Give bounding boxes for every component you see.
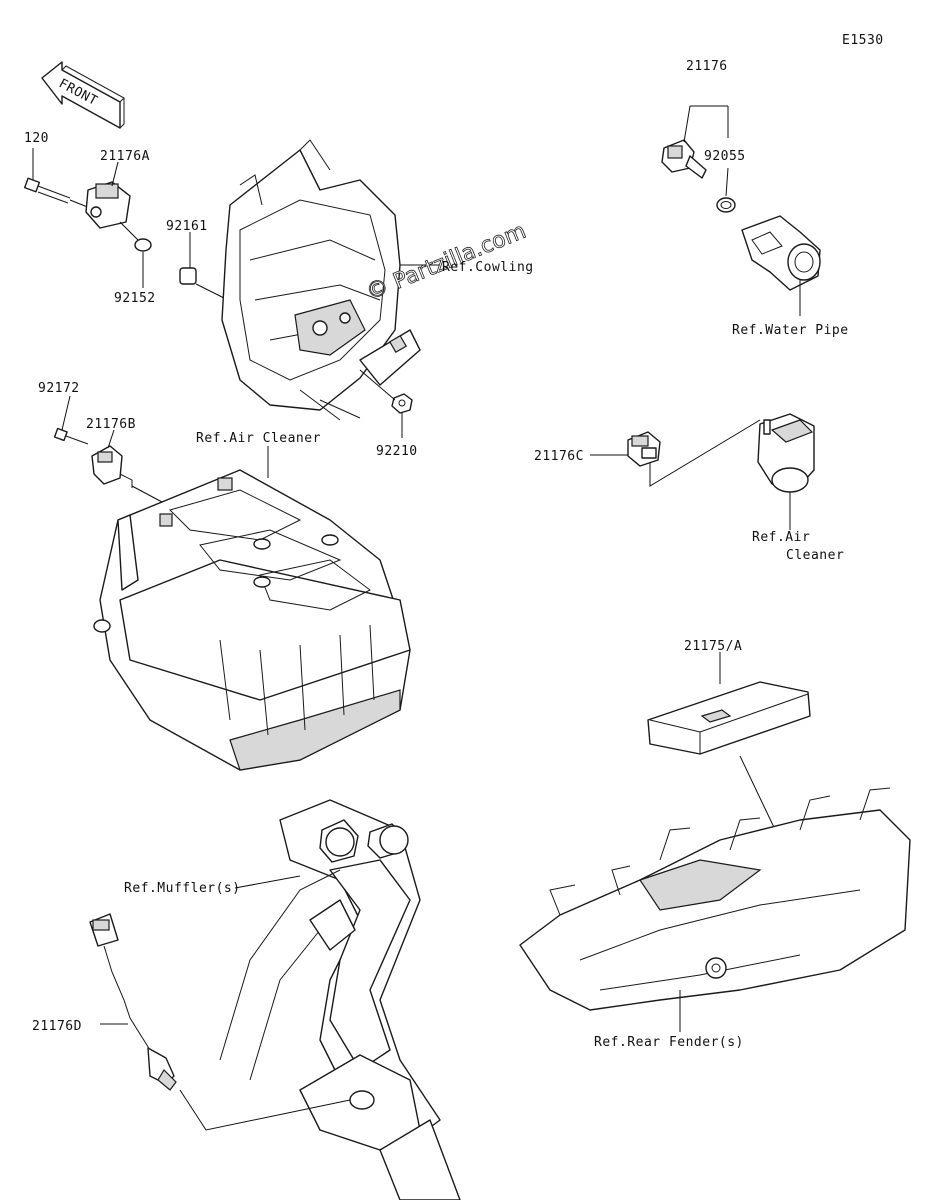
collar-92152-part bbox=[134, 238, 152, 288]
bolt-92172-part bbox=[53, 395, 89, 445]
cowling-bracket-frame bbox=[221, 139, 440, 421]
part-label-21175a: 21175/A bbox=[684, 639, 742, 654]
part-label-21176: 21176 bbox=[686, 59, 728, 74]
ref-label-water-pipe: Ref.Water Pipe bbox=[732, 323, 849, 338]
ref-label-air-cleaner-side-line2: Cleaner bbox=[786, 548, 844, 563]
part-label-120: 120 bbox=[24, 131, 49, 146]
exhaust-pipes-part bbox=[219, 799, 461, 1200]
part-label-92172: 92172 bbox=[38, 381, 80, 396]
ref-label-cowling: Ref.Cowling bbox=[442, 260, 534, 275]
sensor-21176d-part bbox=[89, 913, 351, 1131]
o-ring-92055-part bbox=[716, 167, 736, 213]
part-label-92152: 92152 bbox=[114, 291, 156, 306]
part-label-21176d: 21176D bbox=[32, 1019, 82, 1034]
sensor-21176c-part bbox=[590, 419, 761, 487]
air-cleaner-box bbox=[93, 446, 411, 771]
sensor-21176b-part bbox=[91, 429, 163, 503]
part-label-92210: 92210 bbox=[376, 444, 418, 459]
part-label-21176c: 21176C bbox=[534, 449, 584, 464]
rear-fender-part bbox=[519, 787, 911, 1032]
air-cleaner-side-part bbox=[757, 413, 815, 530]
grommet-92161-part bbox=[179, 232, 229, 301]
sensor-21176a-part bbox=[85, 161, 139, 241]
ref-label-rear-fender: Ref.Rear Fender(s) bbox=[594, 1035, 744, 1050]
part-label-92161: 92161 bbox=[166, 219, 208, 234]
ref-label-air-cleaner: Ref.Air Cleaner bbox=[196, 431, 321, 446]
water-pipe-part bbox=[741, 215, 821, 316]
part-label-92055: 92055 bbox=[704, 149, 746, 164]
nut-92210-part bbox=[359, 369, 413, 438]
part-label-21176b: 21176B bbox=[86, 417, 136, 432]
bolt-120-part bbox=[23, 148, 91, 209]
part-label-21176a: 21176A bbox=[100, 149, 150, 164]
sensor-21176-part bbox=[661, 105, 729, 179]
ref-label-air-cleaner-side-line1: Ref.Air bbox=[752, 530, 810, 545]
ecu-21175a-part bbox=[647, 652, 811, 841]
ref-label-mufflers: Ref.Muffler(s) bbox=[124, 881, 241, 896]
diagram-code-label: E1530 bbox=[842, 33, 884, 48]
front-direction-arrow-icon: FRONT bbox=[41, 61, 125, 129]
